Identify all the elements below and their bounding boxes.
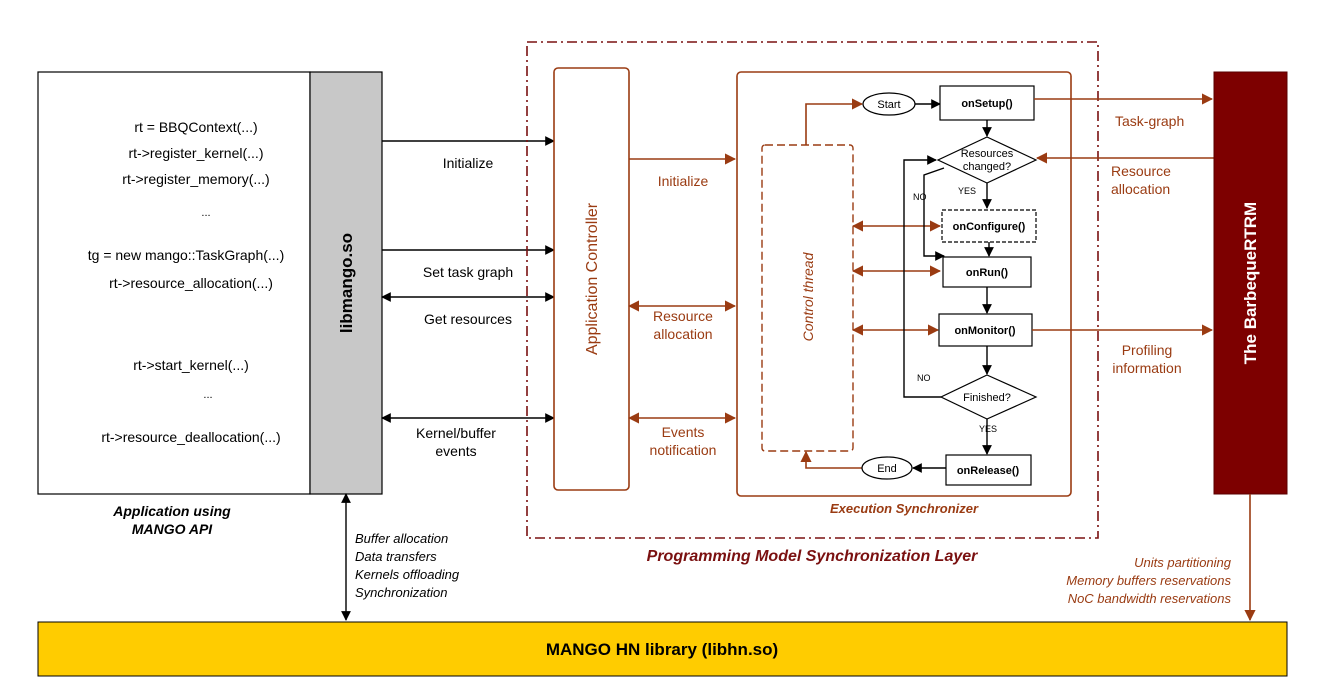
application-controller-label: Application Controller xyxy=(584,202,601,355)
on-run-box xyxy=(942,256,1032,288)
kernel-buffer-label: Kernel/buffer xyxy=(416,425,496,441)
resource-label-2: allocation xyxy=(1111,181,1170,197)
resource-label: allocation xyxy=(653,326,712,342)
on-release-label: onRelease() xyxy=(957,465,1020,477)
barbeque-label: The BarbequeRTRM xyxy=(1241,202,1260,364)
no-label: NO xyxy=(913,192,927,202)
profiling-label: information xyxy=(1112,360,1181,376)
hn-note: Data transfers xyxy=(355,549,437,564)
set-task-graph-label: Set task graph xyxy=(423,264,513,280)
get-resources-label: Get resources xyxy=(424,311,512,327)
on-configure-box xyxy=(941,209,1037,243)
code-line: ... xyxy=(201,207,210,219)
end-node xyxy=(861,456,913,480)
on-monitor-box xyxy=(938,313,1033,347)
hn-note: Synchronization xyxy=(355,585,448,600)
initialize-label: Initialize xyxy=(443,155,494,171)
no-label: NO xyxy=(917,373,931,383)
kernel-buffer-label: events xyxy=(435,443,476,459)
finished-label: Finished? xyxy=(963,392,1011,404)
code-line: tg = new mango::TaskGraph(...) xyxy=(88,247,284,263)
code-line: rt->resource_deallocation(...) xyxy=(101,429,280,445)
code-line: rt->resource_allocation(...) xyxy=(109,275,273,291)
application-caption: Application using xyxy=(112,503,231,519)
resource-label-2: Resource xyxy=(1111,163,1171,179)
resources-changed-label: changed? xyxy=(963,161,1011,173)
barbeque-box xyxy=(1213,71,1288,495)
loop-edge xyxy=(903,155,941,398)
end-label: End xyxy=(877,463,897,475)
task-graph-label: Task-graph xyxy=(1115,113,1184,129)
execution-synchronizer-label: Execution Synchronizer xyxy=(830,501,979,516)
on-configure-label: onConfigure() xyxy=(953,221,1026,233)
resources-changed-label: Resources xyxy=(961,148,1014,160)
start-arrow xyxy=(805,98,864,145)
code-line: ... xyxy=(203,389,212,401)
yes-label: YES xyxy=(979,424,997,434)
resource-label: Resource xyxy=(653,308,713,324)
application-controller-box xyxy=(553,67,630,491)
code-line: rt->register_memory(...) xyxy=(122,171,269,187)
code-line: rt->register_kernel(...) xyxy=(129,145,264,161)
code-line: rt = BBQContext(...) xyxy=(134,119,257,135)
profiling-label: Profiling xyxy=(1122,342,1173,358)
libmango-box xyxy=(309,71,383,495)
initialize-label-2: Initialize xyxy=(658,173,709,189)
layer-label: Programming Model Synchronization Layer xyxy=(647,548,978,565)
bbq-note: Units partitioning xyxy=(1134,555,1232,570)
on-release-box xyxy=(945,454,1032,486)
hn-note: Kernels offloading xyxy=(355,567,460,582)
control-thread-label: Control thread xyxy=(800,251,816,341)
libmango-label: libmango.so xyxy=(337,233,356,333)
on-run-label: onRun() xyxy=(966,267,1008,279)
yes-label: YES xyxy=(958,186,976,196)
hn-library-box xyxy=(37,621,1288,677)
sync-layer-frame xyxy=(526,41,1099,539)
bbq-note: NoC bandwidth reservations xyxy=(1068,591,1232,606)
events-label: Events xyxy=(662,424,705,440)
on-setup-box xyxy=(939,85,1035,121)
bbq-note: Memory buffers reservations xyxy=(1066,573,1231,588)
on-monitor-label: onMonitor() xyxy=(954,325,1015,337)
no-branch-edge xyxy=(923,167,945,261)
hn-library-label: MANGO HN library (libhn.so) xyxy=(546,640,778,659)
hn-note: Buffer allocation xyxy=(355,531,448,546)
code-line: rt->start_kernel(...) xyxy=(133,357,249,373)
application-caption: MANGO API xyxy=(132,521,213,537)
start-label: Start xyxy=(877,99,900,111)
on-setup-label: onSetup() xyxy=(961,98,1013,110)
events-label: notification xyxy=(650,442,717,458)
end-arrow xyxy=(800,450,862,469)
application-box xyxy=(37,71,311,495)
